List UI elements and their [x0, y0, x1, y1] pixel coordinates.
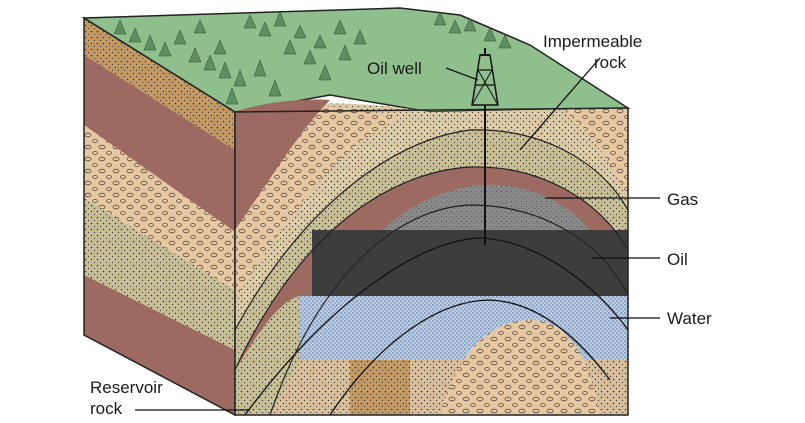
label-water: Water	[667, 309, 712, 328]
label-impermeable-line2: rock	[594, 53, 627, 72]
label-reservoir-line2: rock	[90, 399, 123, 418]
label-oil-well: Oil well	[367, 59, 422, 78]
label-reservoir-line1: Reservoir	[90, 378, 163, 397]
label-oil: Oil	[667, 250, 688, 269]
left-face	[83, 16, 236, 417]
front-face	[234, 99, 629, 416]
left-layer-brown-top	[84, 55, 235, 232]
leader-lines	[135, 57, 660, 411]
front-layer-brown-top	[235, 99, 330, 230]
label-impermeable-line1: Impermeable	[543, 32, 642, 51]
left-layer-brown-bottom	[84, 275, 235, 415]
forest	[113, 11, 512, 105]
oil-well	[471, 48, 499, 245]
label-gas: Gas	[667, 190, 698, 209]
